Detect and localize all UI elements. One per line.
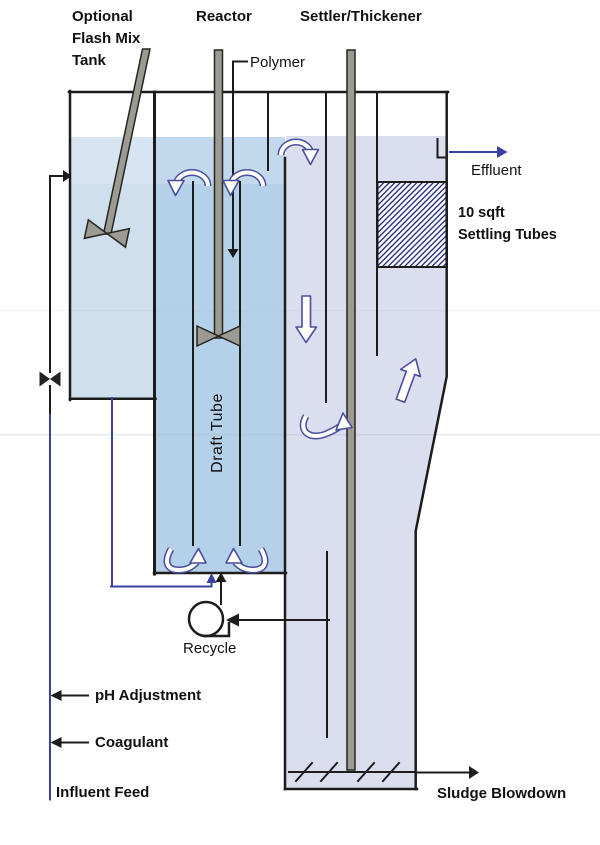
- reactor-impeller-right-blade: [216, 324, 241, 348]
- scan-artifact-line-2: [0, 310, 600, 312]
- flash-inlet-arrow-icon: [63, 170, 72, 182]
- settling-tubes-block: [376, 181, 448, 268]
- effluent-weir-notch: [436, 138, 447, 159]
- flow-circulation-arrows: [163, 138, 422, 574]
- settler-down-arrow: [295, 295, 318, 344]
- sludge-blowdown-arrow-icon: [469, 766, 479, 779]
- flash-mixer-impeller: [83, 218, 131, 249]
- surface-arch-arrow-1: [167, 169, 212, 197]
- flash-mix-tank-title: Optional Flash Mix Tank: [72, 8, 141, 69]
- overflow-arch-arrow: [277, 138, 320, 166]
- draft-tube-label: Draft Tube: [209, 393, 226, 473]
- polymer-arrow-icon: [227, 249, 239, 258]
- influent-feed-line: [39, 170, 89, 801]
- recycle-label: Recycle: [183, 640, 237, 657]
- settler-thickener-title: Settler/Thickener: [300, 8, 422, 25]
- coagulant-arrow-icon: [50, 737, 62, 748]
- pump-icon: [187, 600, 231, 638]
- vessel-walls: [67, 89, 450, 791]
- polymer-label: Polymer: [250, 54, 306, 71]
- influent-feed-label: Influent Feed: [56, 784, 150, 801]
- mixer-shafts: [83, 48, 356, 771]
- reactor-title: Reactor: [196, 8, 252, 25]
- reactor-bottom-curl-left: [163, 547, 207, 574]
- flash-to-reactor-pipe: [110, 397, 217, 588]
- coagulant-label: Coagulant: [95, 734, 169, 751]
- reactor-bottom-curl-right: [225, 547, 269, 574]
- settler-rake-shaft: [346, 49, 356, 771]
- scan-artifact-line: [0, 434, 600, 436]
- surface-arch-arrow-2: [222, 169, 267, 197]
- recycle-suction-arrow-icon: [226, 613, 239, 627]
- settler-curl-arrow: [299, 412, 353, 440]
- sludge-blowdown-line: [416, 766, 479, 779]
- reactor-mixer-shaft: [213, 49, 224, 339]
- ph-adjustment-arrow-icon: [50, 690, 62, 701]
- effluent-arrow-icon: [497, 146, 508, 158]
- valve-icon: [39, 371, 61, 387]
- settling-tubes-label: 10 sqft Settling Tubes: [458, 205, 557, 243]
- polymer-feed-line: [227, 60, 248, 258]
- effluent-line: [449, 146, 508, 158]
- ph-adjustment-label: pH Adjustment: [95, 687, 202, 704]
- flash-transfer-arrow-icon: [206, 573, 217, 583]
- reactor-impeller-left-blade: [196, 324, 221, 348]
- settler-right-wall: [414, 90, 448, 791]
- pump-discharge-arrow-icon: [215, 572, 227, 582]
- recycle-loop: [187, 572, 330, 638]
- sludge-rake: [288, 761, 415, 783]
- settler-up-arrow: [395, 358, 422, 404]
- flash-tank-water: [71, 137, 155, 399]
- sludge-blowdown-label: Sludge Blowdown: [437, 785, 567, 802]
- effluent-label: Effluent: [471, 162, 522, 179]
